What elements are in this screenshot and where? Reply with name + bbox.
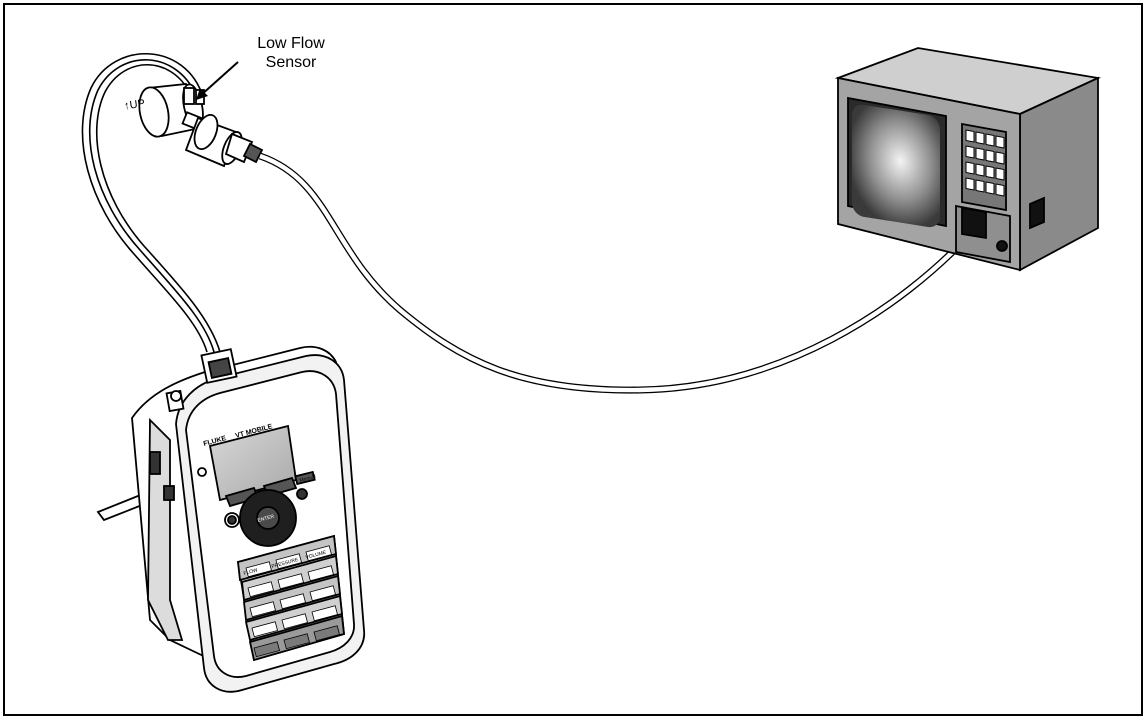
sensor-callout-label: Low Flow Sensor — [236, 34, 346, 72]
callout-line-2: Sensor — [236, 53, 346, 72]
keypad-key — [966, 146, 974, 158]
keypad-key — [996, 184, 1004, 196]
keypad-key — [976, 132, 984, 144]
keypad-key — [976, 180, 984, 192]
analyzer-monitor — [838, 48, 1098, 270]
keypad-key — [986, 182, 994, 194]
keypad-key — [966, 162, 974, 174]
keypad-key — [986, 134, 994, 146]
keypad-key — [986, 150, 994, 162]
keypad-key — [986, 166, 994, 178]
keypad-key — [996, 168, 1004, 180]
keypad-key — [976, 164, 984, 176]
keypad-key — [966, 130, 974, 142]
callout-arrow — [196, 62, 238, 100]
keypad-key — [976, 148, 984, 160]
keypad-key — [966, 178, 974, 190]
handheld-analyzer — [98, 347, 364, 692]
keypad-key — [996, 152, 1004, 164]
callout-line-1: Low Flow — [236, 34, 346, 53]
keypad-key — [996, 136, 1004, 148]
